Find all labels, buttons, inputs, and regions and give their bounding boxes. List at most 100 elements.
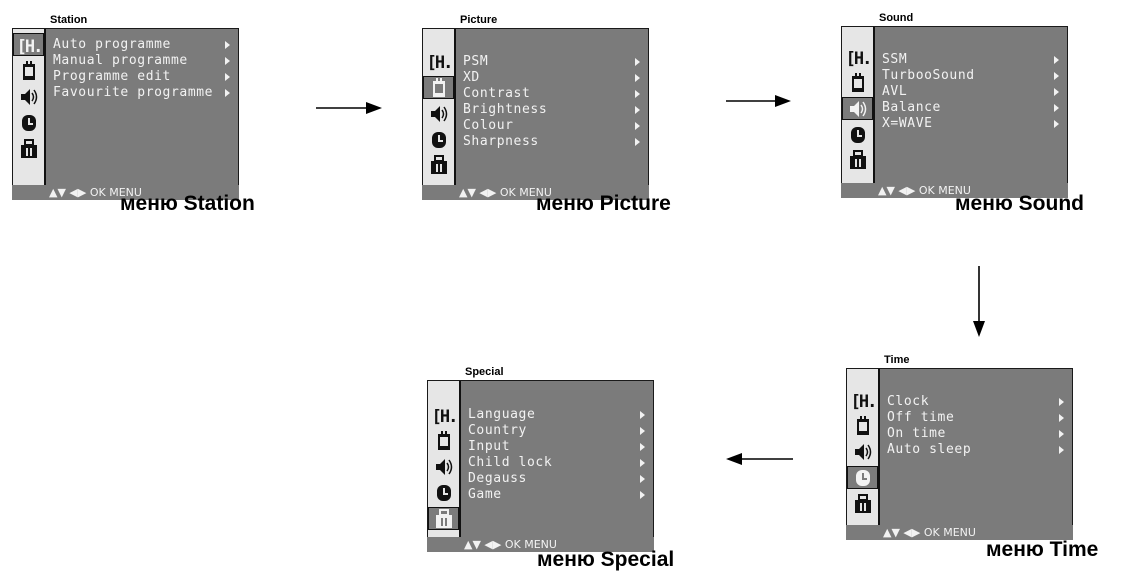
picture-icon[interactable] — [13, 59, 44, 82]
menu-item-label: XD — [463, 70, 480, 85]
menu-items: Language Country Input Child lock Degaus… — [468, 407, 645, 503]
svg-text:[H.: [H. — [427, 53, 451, 71]
ch-icon[interactable]: [H. — [13, 33, 44, 56]
speaker-icon[interactable] — [13, 85, 44, 108]
menu-item[interactable]: Language — [468, 407, 645, 423]
menu-item[interactable]: PSM — [463, 54, 640, 70]
menu-item-label: Balance — [882, 100, 941, 115]
flow-arrow-sound-to-time — [973, 266, 985, 337]
menu-item[interactable]: SSM — [882, 52, 1059, 68]
menu-item[interactable]: Auto programme — [53, 37, 230, 53]
menu-item[interactable]: X=WAVE — [882, 116, 1059, 132]
ch-icon[interactable]: [H. — [847, 388, 878, 411]
picture-icon[interactable] — [847, 414, 878, 437]
menu-item[interactable]: Manual programme — [53, 53, 230, 69]
menu-item[interactable]: Programme edit — [53, 69, 230, 85]
arrow-right-icon — [635, 138, 640, 146]
menu-item[interactable]: Country — [468, 423, 645, 439]
menu-item[interactable]: Off time — [887, 410, 1064, 426]
menu-item-label: Language — [468, 407, 536, 422]
menu-item-label: AVL — [882, 84, 908, 99]
menu-item[interactable]: Input — [468, 439, 645, 455]
picture-menu-panel: [H. PSM XD Contrast Brightness Colour Sh… — [422, 28, 649, 187]
arrow-right-icon — [225, 57, 230, 65]
clock-icon[interactable] — [13, 111, 44, 134]
menu-item[interactable]: Child lock — [468, 455, 645, 471]
picture-icon[interactable] — [423, 76, 454, 99]
nav-hint: ▲▼ ◀▶ OK MENU — [49, 186, 142, 199]
menu-item[interactable]: Auto sleep — [887, 442, 1064, 458]
ch-icon[interactable]: [H. — [423, 49, 454, 72]
special-icon[interactable] — [423, 153, 454, 176]
arrow-right-icon — [1059, 430, 1064, 438]
menu-item[interactable]: Colour — [463, 118, 640, 134]
speaker-icon[interactable] — [847, 440, 878, 463]
menu-item-label: Degauss — [468, 471, 527, 486]
time-caption: меню Time — [986, 538, 1099, 561]
svg-text:[H.: [H. — [17, 37, 41, 55]
menu-item-label: TurbooSound — [882, 68, 975, 83]
arrow-right-icon — [1054, 88, 1059, 96]
svg-text:[H.: [H. — [846, 49, 870, 67]
arrow-right-icon — [635, 106, 640, 114]
flow-arrow-picture-to-sound — [726, 95, 791, 107]
menu-item-label: Sharpness — [463, 134, 539, 149]
arrow-right-icon — [640, 475, 645, 483]
menu-item-label: Auto programme — [53, 37, 171, 52]
nav-hint-bar: ▲▼ ◀▶ OK MENU — [846, 525, 1073, 540]
nav-hint: ▲▼ ◀▶ OK MENU — [878, 184, 971, 197]
arrow-right-icon — [635, 122, 640, 130]
picture-icon[interactable] — [428, 429, 459, 452]
menu-item[interactable]: AVL — [882, 84, 1059, 100]
clock-icon[interactable] — [847, 466, 878, 489]
menu-item[interactable]: Contrast — [463, 86, 640, 102]
clock-icon[interactable] — [428, 481, 459, 504]
menu-item-label: Programme edit — [53, 69, 171, 84]
nav-hint-bar: ▲▼ ◀▶ OK MENU — [422, 185, 649, 200]
arrow-right-icon — [635, 90, 640, 98]
menu-item[interactable]: Clock — [887, 394, 1064, 410]
speaker-icon[interactable] — [428, 455, 459, 478]
menu-item[interactable]: Sharpness — [463, 134, 640, 150]
menu-item-label: Input — [468, 439, 511, 454]
special-icon[interactable] — [847, 492, 878, 515]
menu-item[interactable]: Brightness — [463, 102, 640, 118]
nav-hint-bar: ▲▼ ◀▶ OK MENU — [841, 183, 1068, 198]
arrow-right-icon — [640, 427, 645, 435]
menu-items: Clock Off time On time Auto sleep — [887, 394, 1064, 458]
clock-icon[interactable] — [423, 128, 454, 151]
menu-item[interactable]: Favourite programme — [53, 85, 230, 101]
clock-icon[interactable] — [842, 123, 873, 146]
menu-icon-column: [H. — [423, 29, 454, 186]
menu-icon-column: [H. — [428, 381, 459, 538]
ch-icon[interactable]: [H. — [428, 403, 459, 426]
special-icon[interactable] — [842, 148, 873, 171]
nav-hint: ▲▼ ◀▶ OK MENU — [883, 526, 976, 539]
speaker-icon[interactable] — [423, 102, 454, 125]
icon-separator — [878, 369, 880, 526]
special-icon[interactable] — [13, 137, 44, 160]
menu-item[interactable]: On time — [887, 426, 1064, 442]
ch-icon[interactable]: [H. — [842, 45, 873, 68]
arrow-right-icon — [1059, 446, 1064, 454]
menu-item[interactable]: XD — [463, 70, 640, 86]
special-icon[interactable] — [428, 507, 459, 530]
menu-item[interactable]: Game — [468, 487, 645, 503]
special-menu-panel: [H. Language Country Input Child lock De… — [427, 380, 654, 539]
arrow-right-icon — [640, 443, 645, 451]
menu-item[interactable]: Degauss — [468, 471, 645, 487]
arrow-right-icon — [640, 459, 645, 467]
flow-arrow-time-to-special — [726, 453, 793, 465]
menu-icon-column: [H. — [13, 29, 44, 186]
menu-item[interactable]: Balance — [882, 100, 1059, 116]
arrow-right-icon — [1059, 398, 1064, 406]
menu-item-label: X=WAVE — [882, 116, 933, 131]
icon-separator — [459, 381, 461, 538]
menu-item-label: Game — [468, 487, 502, 502]
menu-item[interactable]: TurbooSound — [882, 68, 1059, 84]
arrow-right-icon — [1054, 56, 1059, 64]
arrow-right-icon — [1054, 72, 1059, 80]
picture-icon[interactable] — [842, 71, 873, 94]
speaker-icon[interactable] — [842, 97, 873, 120]
station-menu-panel: [H. Auto programme Manual programme Prog… — [12, 28, 239, 187]
